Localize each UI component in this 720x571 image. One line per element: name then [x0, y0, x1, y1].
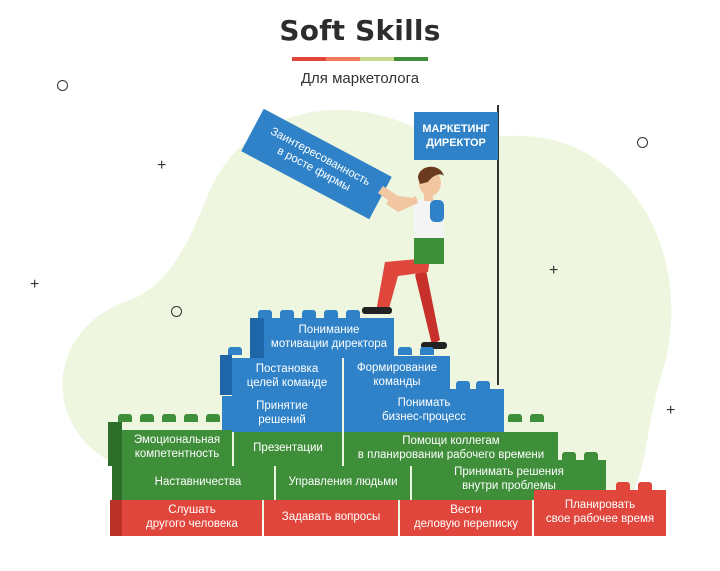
skill-brick-questions: Задавать вопросы [264, 500, 398, 536]
brick-stud [162, 414, 176, 422]
skill-brick-motivation: Понимание мотивации директора [264, 318, 394, 358]
underline-segment [360, 57, 394, 61]
brick-text: Формирование [356, 362, 438, 375]
brick-stud [118, 414, 132, 422]
brick-text: Помощи коллегам [402, 435, 500, 448]
brick-stud [206, 414, 220, 422]
brick-stud [456, 381, 470, 389]
brick-side [110, 500, 122, 536]
brick-stud [258, 310, 272, 318]
brick-text: Понимание [298, 324, 360, 337]
brick-side [108, 422, 122, 466]
page-subtitle: Для маркетолога [300, 70, 420, 87]
brick-stud [184, 414, 198, 422]
brick-text: Презентации [253, 442, 323, 455]
brick-stud [562, 452, 576, 460]
brick-text: Понимать [397, 396, 451, 409]
brick-stud [616, 482, 630, 490]
brick-stud [346, 310, 360, 318]
brick-text: Задавать вопросы [281, 511, 381, 524]
brick-text: Принимать решения [454, 466, 564, 479]
brick-stud [228, 347, 242, 355]
brick-text: мотивации директора [270, 338, 388, 350]
brick-side [220, 355, 232, 395]
brick-stud [476, 381, 490, 389]
flag-banner: МАРКЕТИНГ ДИРЕКТОР [414, 112, 498, 160]
brick-stud [140, 414, 154, 422]
flag-pole [497, 105, 499, 385]
brick-text: Постановка [255, 363, 319, 376]
brick-text: свое рабочее время [545, 513, 655, 525]
title-underline [292, 57, 428, 61]
brick-side [250, 318, 264, 358]
decor-plus-icon: + [666, 402, 676, 419]
brick-stud [302, 310, 316, 318]
skill-brick-time-planning: Планировать свое рабочее время [534, 490, 666, 536]
decor-circle [637, 137, 648, 148]
decor-plus-icon: + [157, 157, 167, 174]
skill-brick-goals: Постановка целей команде [232, 358, 342, 396]
brick-text: Вести [450, 504, 482, 517]
skill-brick-presentations: Презентации [234, 432, 342, 466]
underline-segment [292, 57, 326, 61]
skill-brick-business-process: Понимать бизнес-процесс [344, 389, 504, 432]
skill-brick-decisions: Принятие решений [222, 396, 342, 432]
brick-stud [530, 414, 544, 422]
brick-text: бизнес-процесс [382, 410, 466, 423]
brick-stud [324, 310, 338, 318]
flag-label-line2: ДИРЕКТОР [426, 137, 486, 149]
brick-text: решений [258, 414, 306, 426]
brick-text: внутри проблемы [462, 480, 556, 492]
page-title: Soft Skills [279, 14, 441, 47]
brick-text: деловую переписку [413, 518, 519, 530]
brick-text: Управления людьми [288, 476, 398, 489]
brick-stud [638, 482, 652, 490]
skill-brick-mentoring: Наставничества [122, 466, 274, 500]
brick-text: Эмоциональная [133, 434, 221, 447]
brick-stud [280, 310, 294, 318]
brick-text: другого человека [146, 518, 238, 530]
decor-circle [57, 80, 68, 91]
brick-text: Слушать [168, 504, 216, 517]
skill-brick-emotional: Эмоциональная компетентность [122, 430, 232, 466]
brick-text: Планировать [564, 499, 636, 512]
skill-brick-people-management: Управления людьми [276, 466, 410, 500]
skill-brick-correspondence: Вести деловую переписку [400, 500, 532, 536]
decor-plus-icon: + [30, 276, 40, 293]
underline-segment [394, 57, 428, 61]
brick-text: команды [373, 376, 421, 388]
brick-stud [584, 452, 598, 460]
brick-text: в планировании рабочего времени [357, 449, 545, 461]
underline-segment [326, 57, 360, 61]
decor-circle [171, 306, 182, 317]
brick-stud [398, 347, 412, 355]
brick-text: Принятие [256, 400, 308, 413]
brick-text: компетентность [134, 448, 220, 460]
brick-side [112, 466, 122, 500]
brick-text: Наставничества [154, 476, 242, 489]
skill-brick-listen: Слушать другого человека [122, 500, 262, 536]
decor-plus-icon: + [549, 262, 559, 279]
brick-stud [420, 347, 434, 355]
brick-stud [508, 414, 522, 422]
flag-label-line1: МАРКЕТИНГ [422, 122, 490, 135]
brick-text: целей команде [246, 377, 328, 389]
